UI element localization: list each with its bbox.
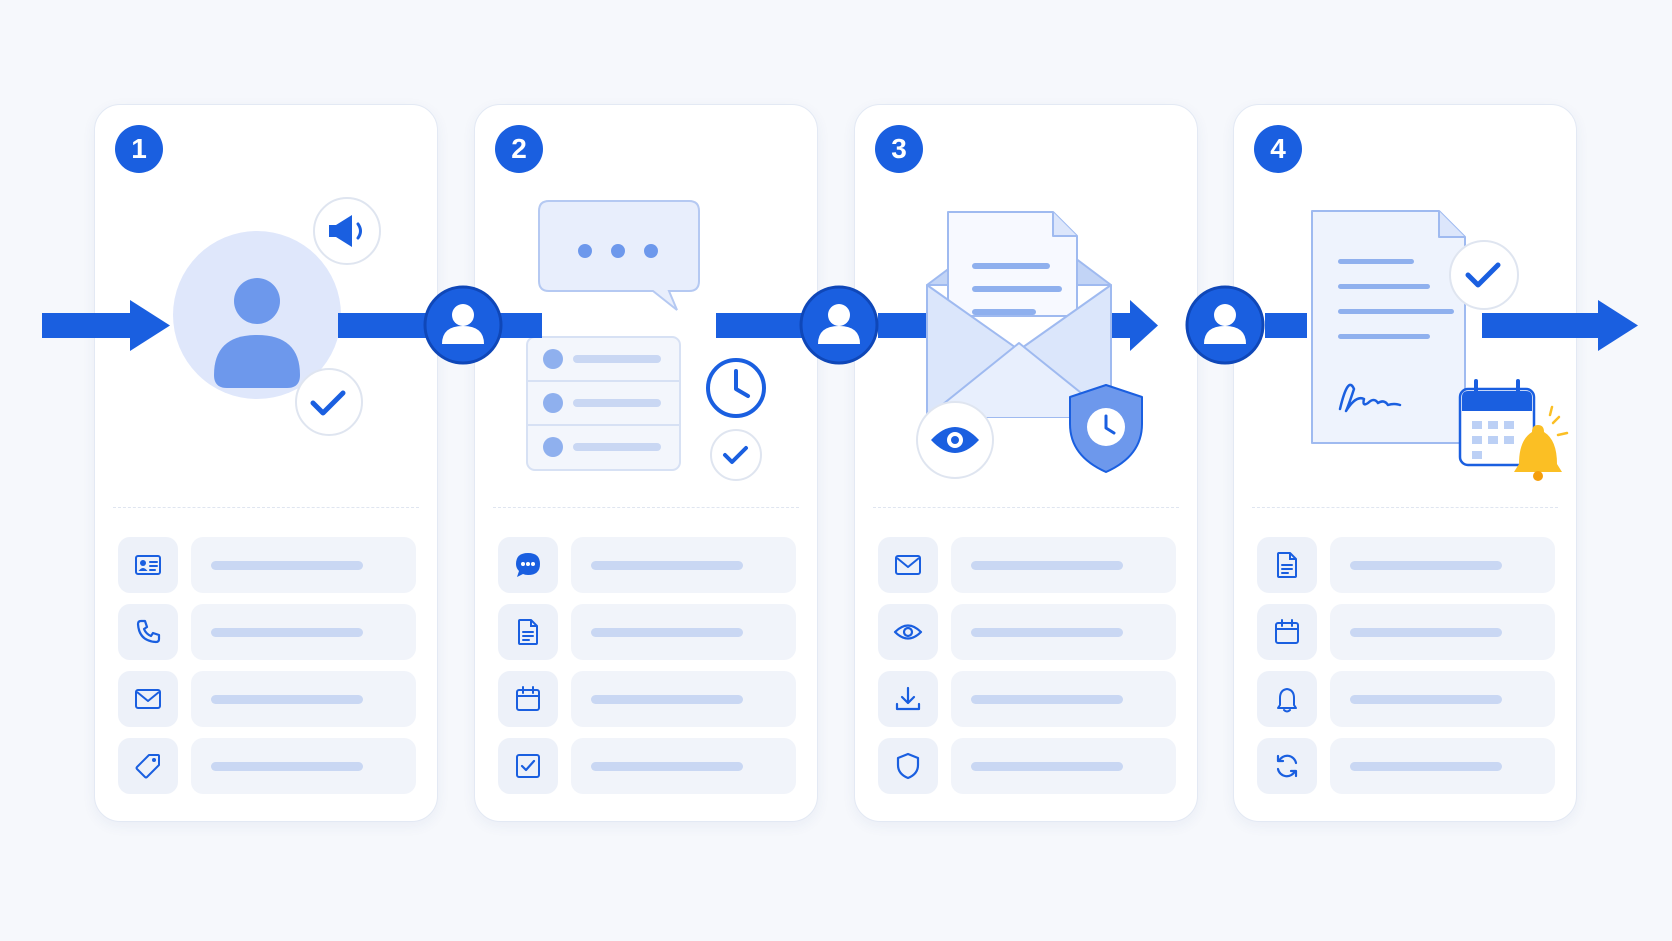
list-item (878, 738, 1176, 794)
step-card-1: 1 (94, 104, 438, 822)
list-item (878, 671, 1176, 727)
list-item (878, 604, 1176, 660)
placeholder-bar (191, 537, 416, 593)
item-list (1257, 537, 1555, 805)
shield-clock-icon (1069, 384, 1143, 473)
placeholder-bar (951, 604, 1176, 660)
step-number-badge: 2 (495, 125, 543, 173)
document-icon (498, 604, 558, 660)
checklist-icon (526, 336, 681, 471)
step-number-badge: 1 (115, 125, 163, 173)
placeholder-bar (191, 604, 416, 660)
refresh-icon (1257, 738, 1317, 794)
eye-icon (916, 401, 994, 479)
section-divider (113, 507, 419, 508)
step-4-illustration (1311, 210, 1569, 481)
section-divider (1252, 507, 1558, 508)
list-item (1257, 604, 1555, 660)
check-icon (1449, 240, 1519, 310)
list-item (1257, 738, 1555, 794)
phone-icon (118, 604, 178, 660)
placeholder-bar (571, 537, 796, 593)
flow-arrow (42, 300, 1638, 351)
contact-card-icon (118, 537, 178, 593)
list-item (498, 738, 796, 794)
placeholder-bar (191, 738, 416, 794)
placeholder-bar (571, 604, 796, 660)
section-divider (493, 507, 799, 508)
section-divider (873, 507, 1179, 508)
list-item (118, 604, 416, 660)
check-icon (710, 429, 762, 481)
mail-icon (878, 537, 938, 593)
list-item (118, 738, 416, 794)
item-list (878, 537, 1176, 805)
eye-icon (878, 604, 938, 660)
signed-document-icon (1311, 210, 1466, 444)
placeholder-bar (1330, 738, 1555, 794)
list-item (118, 537, 416, 593)
bell-icon (1257, 671, 1317, 727)
download-icon (878, 671, 938, 727)
item-list (498, 537, 796, 805)
bell-icon (1514, 405, 1569, 481)
step-number-badge: 4 (1254, 125, 1302, 173)
clock-icon (706, 358, 766, 418)
list-item (118, 671, 416, 727)
mail-icon (118, 671, 178, 727)
step-1-illustration (173, 197, 381, 436)
calendar-icon (1458, 379, 1536, 467)
list-item (498, 604, 796, 660)
megaphone-icon (313, 197, 381, 265)
list-item (498, 537, 796, 593)
connector-user-avatar-icon-1 (423, 285, 503, 365)
user-profile-icon (173, 231, 341, 399)
placeholder-bar (1330, 604, 1555, 660)
calendar-icon (1257, 604, 1317, 660)
list-item (1257, 537, 1555, 593)
list-item (878, 537, 1176, 593)
step-card-3: 3 (854, 104, 1198, 822)
envelope-icon (926, 211, 1112, 418)
item-list (118, 537, 416, 805)
placeholder-bar (191, 671, 416, 727)
step-number-badge: 3 (875, 125, 923, 173)
shield-icon (878, 738, 938, 794)
connector-user-avatar-icon-2 (799, 285, 879, 365)
placeholder-bar (571, 738, 796, 794)
chat-bubble-icon (498, 537, 558, 593)
placeholder-bar (571, 671, 796, 727)
checkbox-icon (498, 738, 558, 794)
placeholder-bar (951, 738, 1176, 794)
tag-icon (118, 738, 178, 794)
placeholder-bar (951, 671, 1176, 727)
step-3-illustration (916, 211, 1143, 479)
placeholder-bar (1330, 671, 1555, 727)
list-item (498, 671, 796, 727)
step-card-2: 2 (474, 104, 818, 822)
connector-user-avatar-icon-3 (1185, 285, 1265, 365)
step-2-illustration (526, 200, 766, 481)
placeholder-bar (1330, 537, 1555, 593)
chat-bubble-icon (538, 200, 700, 311)
step-card-4: 4 (1233, 104, 1577, 822)
document-icon (1257, 537, 1317, 593)
calendar-icon (498, 671, 558, 727)
placeholder-bar (951, 537, 1176, 593)
list-item (1257, 671, 1555, 727)
check-icon (295, 368, 363, 436)
